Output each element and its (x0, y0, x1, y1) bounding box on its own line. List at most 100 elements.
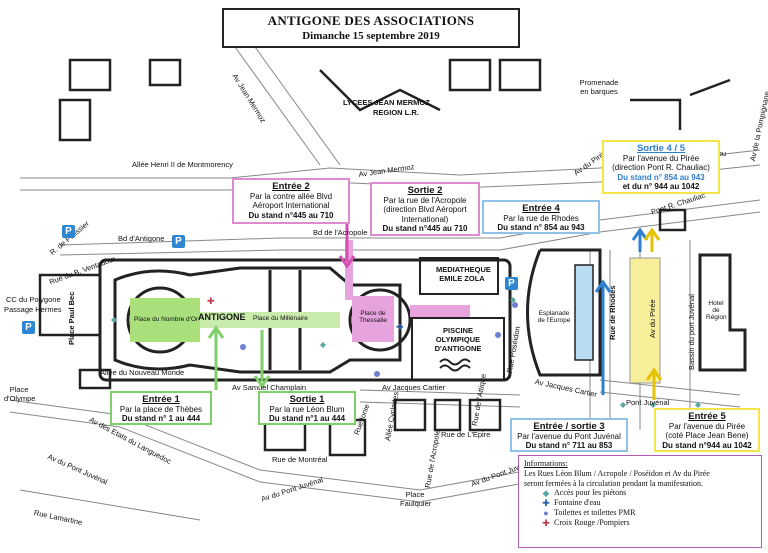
title-line1: ANTIGONE DES ASSOCIATIONS (267, 13, 475, 28)
sortie45-line1: Par l'avenue du Pirée (622, 153, 700, 163)
sortie45-line3: Du stand n° 854 au 943 (617, 172, 705, 182)
info-text1: Les Rues Léon Blum / Acropole / Poséidon… (524, 468, 710, 478)
callout-sortie-2: Sortie 2 Par la rue de l'Acropole (direc… (370, 182, 480, 236)
legend-item: ● Toilettes et toilettes PMR (524, 508, 756, 518)
parking-icon: P (22, 321, 35, 334)
pink-strip (410, 305, 470, 317)
entree2-line2: Aéroport International (252, 201, 330, 210)
info-heading: Informations: (524, 459, 568, 468)
diamond-icon: ◆ (542, 488, 550, 499)
dot-icon: ● (543, 507, 549, 518)
label-passage-hermes: Passage Hermes (4, 305, 62, 314)
entree3-head: Entrée / sortie 3 (533, 421, 605, 432)
label-bd-acropole: Bd de l'Acropole (313, 228, 368, 237)
entree4-line1: Par la rue de Rhodes (503, 213, 579, 223)
millenaire-strip (200, 312, 340, 328)
entree5-line2: (coté Place Jean Bene) (665, 431, 749, 440)
callout-entree-5: Entrée 5 Par l'avenue du Pirée (coté Pla… (654, 408, 760, 452)
information-box: Informations: Les Rues Léon Blum / Acrop… (518, 455, 762, 548)
entree1-line2: Du stand n° 1 au 444 (121, 414, 201, 423)
parking-icon: P (172, 235, 185, 248)
markers: ✚ ✚ (111, 296, 701, 408)
cross-icon: ✚ (542, 498, 550, 509)
legend-item: ✚ Croix Rouge /Pompiers (524, 518, 756, 528)
label-place-paul-bec: Place Paul Bec (67, 291, 76, 345)
label-bd-antigone: Bd d'Antigone (118, 234, 165, 243)
sortie45-line4: et du n° 944 au 1042 (622, 182, 700, 191)
label-av-jacques-cartier: Av Jacques Cartier (382, 383, 446, 392)
sortie2-line1: Par la rue de l'Acropole (383, 195, 467, 205)
legend-label: Croix Rouge /Pompiers (554, 517, 630, 527)
legend-label: Accès pour les piétons (554, 488, 627, 498)
entree3-line2: Du stand n° 711 au 853 (525, 441, 613, 450)
legend-item: ✚ Fontaine d'eau (524, 498, 756, 508)
parking-icon: P (62, 225, 75, 238)
antigone-buildings (98, 258, 512, 382)
label-promenade: Promenade en barques (579, 78, 619, 96)
pink-corridor (345, 240, 353, 300)
callout-entree-4: Entrée 4 Par la rue de Rhodes Du stand n… (482, 200, 600, 234)
label-place-faulquier: Place Faulquier (400, 490, 432, 508)
label-bassin: Bassin du port Juvénal (687, 294, 696, 370)
red-cross-icon: ✚ (542, 517, 550, 528)
svg-text:✚: ✚ (396, 322, 404, 332)
sortie45-head: Sortie 4 / 5 (636, 143, 686, 154)
label-rue-montrea: Rue de Montréal (272, 455, 328, 464)
mediatheque-building (411, 257, 505, 381)
entree4-head: Entrée 4 (522, 203, 560, 214)
hotel-region (698, 253, 747, 372)
label-rue-epire: Rue de L'Epire (441, 430, 491, 439)
label-av-piree-v: Av du Pirée (648, 299, 657, 338)
label-piscine: PISCINE OLYMPIQUE D'ANTIGONE (434, 326, 482, 353)
label-place-olympe: Place d'Olympe (4, 385, 36, 403)
label-av-samuel: Av Samuel Champlain (232, 383, 307, 392)
label-cc-polygone: CC du Polygone (6, 295, 61, 304)
label-mediatheque: MEDIATHEQUE EMILE ZOLA (436, 265, 491, 283)
sortie1-line1: Par la rue Léon Blum (269, 404, 345, 414)
legend-item: ◆ Accès pour les piétons (524, 488, 756, 498)
entree5-line3: Du stand n°944 au 1042 (662, 440, 752, 450)
label-place-thessalie: Place de Thessalie (359, 310, 387, 324)
legend-label: Fontaine d'eau (554, 498, 601, 508)
label-rue-rhodes: Rue de Rhodes (608, 285, 617, 340)
label-place-nombre-or: Place du Nombre d'Or (134, 316, 199, 323)
thessalie-area (352, 296, 394, 342)
callout-entree-2: Entrée 2 Par la contre allée Blvd Aéropo… (232, 178, 350, 224)
av-piree-yellow (629, 257, 661, 384)
callout-sortie-4-5: Sortie 4 / 5 Par l'avenue du Pirée (dire… (602, 140, 720, 194)
entree2-line1: Par la contre allée Blvd (249, 191, 333, 201)
sortie45-line2: (direction Pont R. Chauliac) (612, 163, 710, 172)
entree4-line2: Du stand n° 854 au 943 (497, 223, 585, 232)
label-place-millenaire: Place du Millénaire (253, 315, 308, 322)
entree1-line1: Par la place de Thèbes (119, 404, 203, 414)
sortie1-line2: Du stand n°1 au 444 (268, 414, 346, 423)
label-esplanade: Esplanade de l'Europe (537, 310, 571, 324)
parking-icon: P (505, 277, 518, 290)
map-title: ANTIGONE DES ASSOCIATIONS Dimanche 15 se… (222, 8, 520, 48)
callout-entree-1: Entrée 1 Par la place de Thèbes Du stand… (110, 391, 212, 425)
entree5-line1: Par l'avenue du Pirée (668, 421, 746, 431)
entree2-line3: Du stand n°445 au 710 (248, 210, 334, 220)
sortie2-head: Sortie 2 (407, 185, 443, 196)
svg-text:✚: ✚ (207, 296, 215, 306)
callout-sortie-1: Sortie 1 Par la rue Léon Blum Du stand n… (258, 391, 356, 425)
sortie2-line4: Du stand n°445 au 710 (382, 224, 468, 233)
label-hotel-region: Hotel de Région (706, 300, 727, 321)
sortie2-line2: (direction Blvd Aéroport (383, 205, 467, 214)
sortie1-head: Sortie 1 (289, 394, 325, 405)
entree5-head: Entrée 5 (688, 411, 726, 422)
entree2-head: Entrée 2 (272, 181, 310, 192)
place-nombre-or-area (130, 298, 200, 342)
esplanade-buildings (526, 248, 602, 377)
callout-entree-sortie-3: Entrée / sortie 3 Par l'avenue du Pont J… (510, 418, 628, 452)
label-pont-juvenal: Pont Juvénal (626, 398, 670, 407)
title-line2: Dimanche 15 septembre 2019 (302, 30, 440, 42)
label-allee-nouveau-monde: Allée du Nouveau Monde (100, 368, 185, 377)
label-lycees: LYCEES JEAN MERMOZ (343, 98, 430, 107)
label-henri: Allée Henri II de Montmorency (132, 160, 233, 169)
sortie2-line3: International) (401, 214, 449, 224)
legend-label: Toilettes et toilettes PMR (554, 507, 636, 517)
entree1-head: Entrée 1 (142, 394, 180, 405)
label-antigone: ANTIGONE (198, 312, 246, 322)
